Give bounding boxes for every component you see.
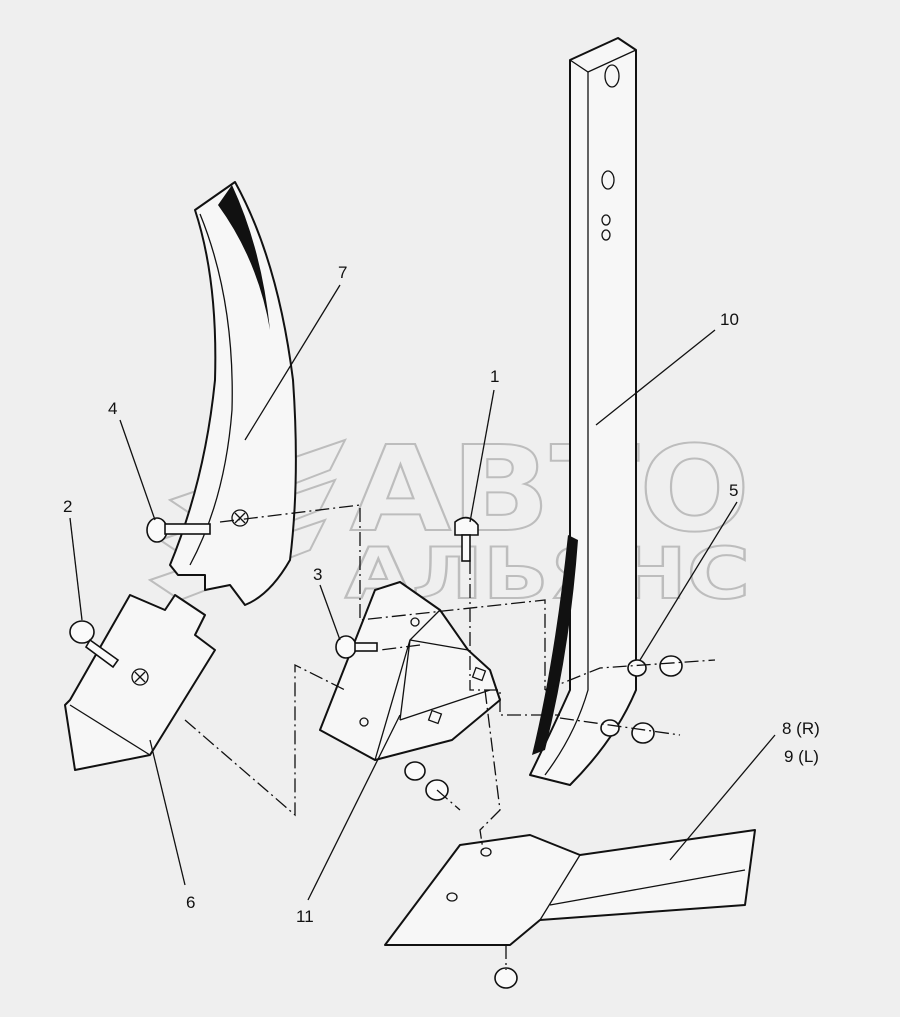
callout-10: 10 bbox=[720, 310, 739, 329]
part-8-9-point bbox=[384, 829, 756, 946]
callout-6: 6 bbox=[186, 893, 195, 912]
assembly-centerlines bbox=[184, 504, 716, 970]
bolt-1 bbox=[454, 516, 479, 562]
part-6-plate bbox=[64, 594, 216, 771]
callout-3: 3 bbox=[313, 565, 322, 584]
part-11-bracket bbox=[319, 581, 501, 761]
callout-4: 4 bbox=[108, 399, 117, 418]
bolt-2 bbox=[69, 620, 120, 669]
watermark: АВТО АЛЬЯНС bbox=[147, 419, 751, 616]
callout-2: 2 bbox=[63, 497, 72, 516]
bolt-4 bbox=[146, 517, 211, 543]
callout-1: 1 bbox=[490, 367, 499, 386]
callout-7: 7 bbox=[338, 263, 347, 282]
nuts-washers-5 bbox=[600, 655, 683, 744]
bolt-3 bbox=[335, 635, 378, 659]
watermark-line-1: АВТО bbox=[350, 420, 750, 558]
part-7-deflector bbox=[169, 181, 297, 606]
callout-9: 9 (L) bbox=[784, 747, 819, 766]
callout-11: 11 bbox=[296, 907, 314, 926]
part-10-shank bbox=[529, 37, 637, 786]
callout-8: 8 (R) bbox=[782, 719, 820, 738]
leader-lines bbox=[69, 284, 776, 901]
callouts: 1 2 3 4 5 6 7 10 11 8 (R) 9 (L) bbox=[63, 263, 820, 926]
callout-5: 5 bbox=[729, 481, 738, 500]
